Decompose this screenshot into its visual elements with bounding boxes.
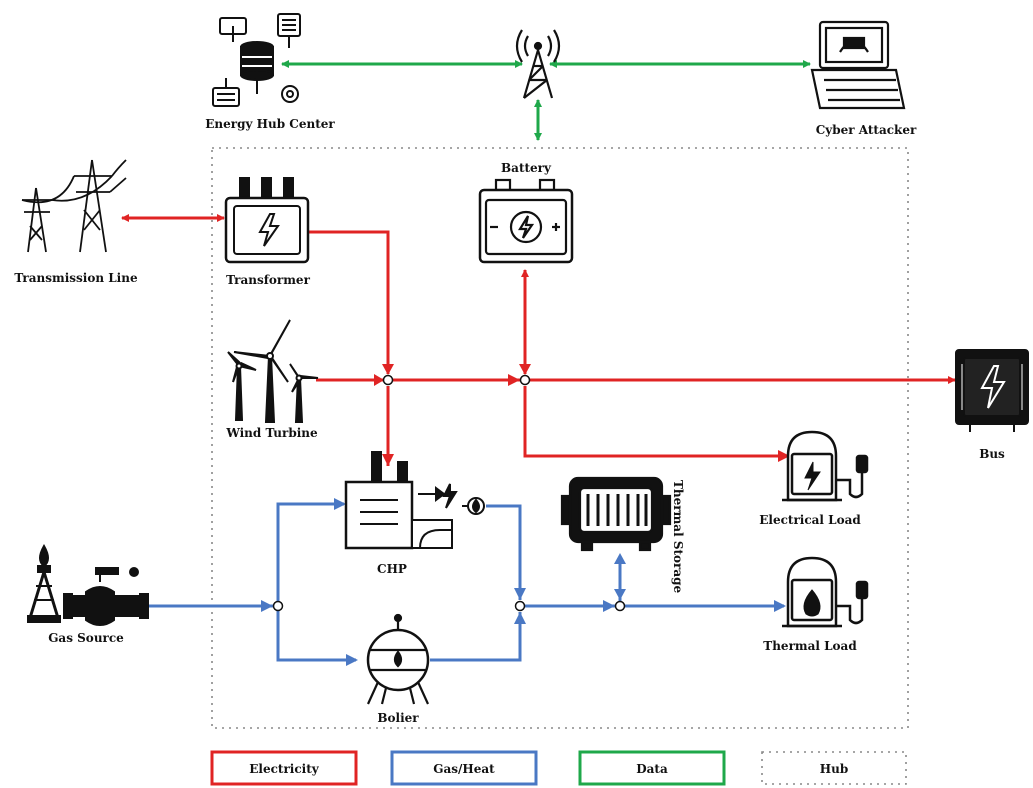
label-bus: Bus bbox=[979, 447, 1005, 461]
electricity-links bbox=[121, 214, 956, 466]
gas-heat-links bbox=[148, 502, 784, 662]
label-transformer: Transformer bbox=[226, 273, 310, 287]
chp-icon bbox=[344, 451, 485, 550]
arrow-into-thermal-load bbox=[774, 600, 786, 612]
bus-icon bbox=[955, 349, 1029, 432]
wind-turbine-icon bbox=[227, 319, 319, 423]
gas-source-icon bbox=[27, 543, 149, 626]
thermal-load-icon bbox=[782, 556, 869, 628]
transmission-line-icon bbox=[21, 159, 127, 253]
arrow-into-boiler bbox=[346, 654, 358, 666]
legend-item-data: Data bbox=[578, 750, 726, 786]
arrow-into-junction-1 bbox=[382, 364, 394, 375]
cyber-attacker-laptop-icon bbox=[810, 20, 906, 110]
arrow-up-junction-battery bbox=[519, 364, 531, 375]
arrow-into-junction-3 bbox=[508, 374, 520, 386]
label-transmission-line: Transmission Line bbox=[14, 271, 138, 285]
label-boiler: Bolier bbox=[377, 711, 419, 725]
energy-hub-center-icon bbox=[212, 13, 301, 107]
legend-label-gas-heat: Gas/Heat bbox=[433, 762, 495, 776]
legend-label-data: Data bbox=[636, 762, 668, 776]
arrow-storage-down bbox=[614, 589, 626, 600]
legend: Electricity Gas/Heat Data Hub bbox=[210, 750, 907, 786]
legend-item-gas-heat: Gas/Heat bbox=[390, 750, 538, 786]
legend-label-electricity: Electricity bbox=[249, 762, 319, 776]
legend-label-hub: Hub bbox=[820, 762, 848, 776]
legend-item-electricity: Electricity bbox=[210, 750, 358, 786]
legend-item-hub: Hub bbox=[761, 751, 907, 785]
label-battery: Battery bbox=[501, 161, 552, 175]
label-wind-turbine: Wind Turbine bbox=[225, 426, 318, 440]
thermal-storage-icon bbox=[560, 476, 672, 552]
battery-icon bbox=[478, 178, 574, 264]
data-links bbox=[281, 60, 811, 141]
label-energy-hub-center: Energy Hub Center bbox=[205, 117, 335, 131]
label-electrical-load: Electrical Load bbox=[759, 513, 861, 527]
boiler-icon bbox=[366, 613, 430, 705]
label-chp: CHP bbox=[377, 562, 407, 576]
arrow-into-junction-heat bbox=[603, 600, 615, 612]
arrow-down-heat-junction bbox=[514, 588, 526, 600]
transformer-icon bbox=[224, 177, 310, 264]
arrow-into-chp bbox=[382, 454, 394, 466]
junction-nodes bbox=[272, 374, 626, 612]
arrow-into-junction-2 bbox=[374, 374, 384, 386]
arrow-up-heat-junction bbox=[514, 612, 526, 624]
electrical-load-icon bbox=[782, 430, 869, 502]
arrow-storage-up bbox=[614, 553, 626, 564]
label-cyber-attacker: Cyber Attacker bbox=[816, 123, 917, 137]
label-gas-source: Gas Source bbox=[48, 631, 124, 645]
arrow-into-chp-gas bbox=[334, 498, 346, 510]
label-thermal-storage: Thermal Storage bbox=[671, 480, 685, 594]
arrow-into-electrical-load bbox=[778, 450, 790, 462]
arrow-into-junction-gas bbox=[261, 600, 273, 612]
antenna-icon bbox=[515, 29, 561, 99]
label-thermal-load: Thermal Load bbox=[763, 639, 857, 653]
hub-boundary bbox=[211, 147, 909, 729]
